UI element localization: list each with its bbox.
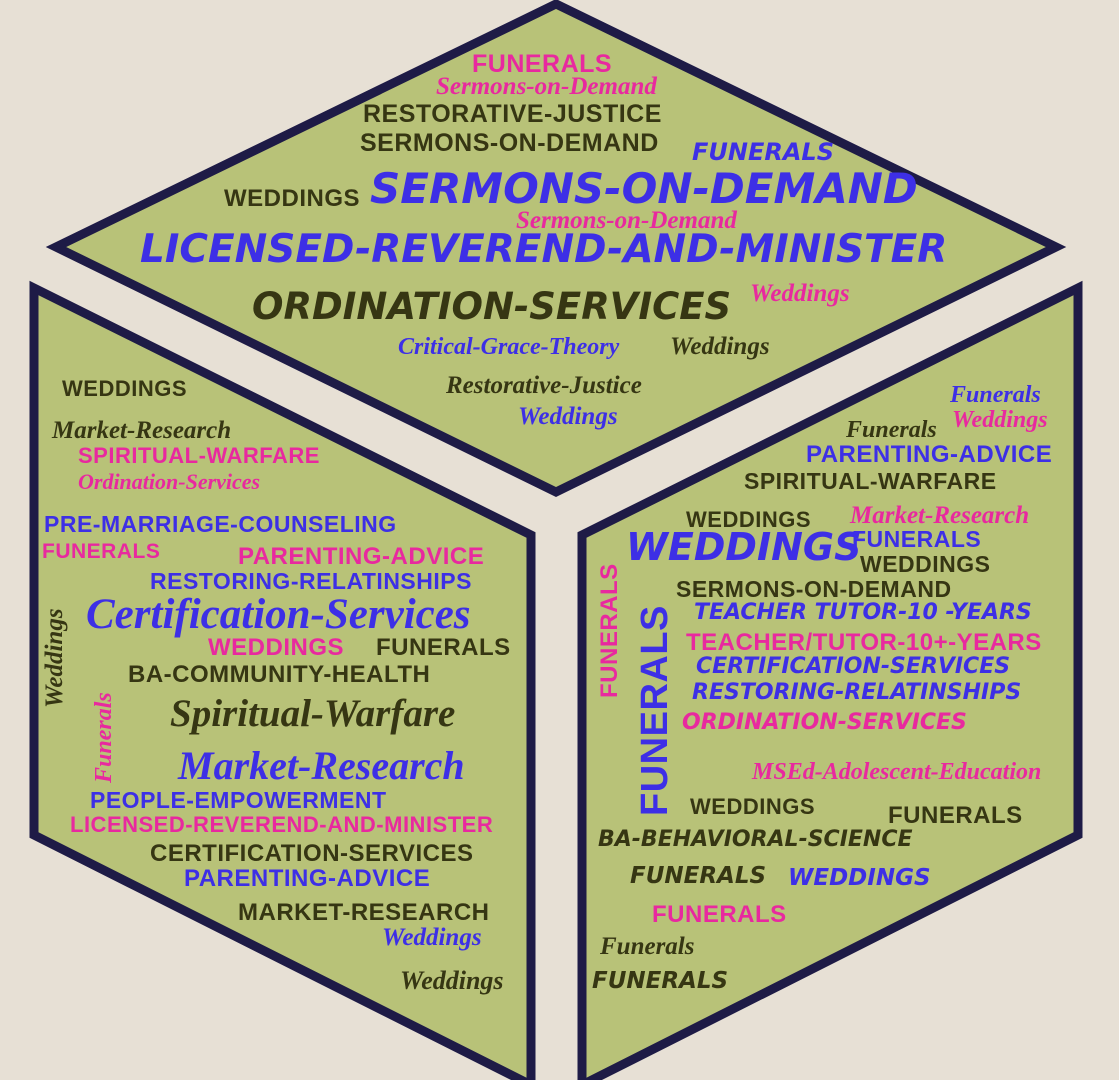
right-word-funerals: FUNERALS [852, 526, 982, 552]
left-word-pre-marriage-counseling: PRE-MARRIAGE-COUNSELING [44, 511, 397, 537]
right-word-funerals: FUNERALS [652, 901, 787, 928]
top-word-sermons-on-demand: Sermons-on-Demand [436, 73, 657, 100]
right-word-weddings: WEDDINGS [788, 865, 931, 891]
right-word-restoring-relatinships: RESTORING-RELATINSHIPS [692, 680, 1022, 705]
right-word-funerals: FUNERALS [630, 863, 767, 889]
right-word-weddings: WEDDINGS [860, 551, 991, 577]
left-word-weddings: WEDDINGS [208, 634, 344, 661]
left-word-weddings: Weddings [382, 924, 482, 951]
right-word-funerals-vertical: FUNERALS [596, 563, 623, 698]
right-word-funerals: Funerals [950, 382, 1041, 408]
left-word-weddings-vertical: Weddings [41, 608, 68, 708]
right-face [577, 280, 1083, 1080]
right-word-ba-behavioral-science: BA-BEHAVIORAL-SCIENCE [598, 827, 913, 852]
left-word-weddings: WEDDINGS [62, 376, 187, 401]
left-word-funerals-vertical: Funerals [91, 692, 117, 783]
left-word-parenting-advice: PARENTING-ADVICE [184, 865, 431, 892]
top-word-funerals: FUNERALS [472, 50, 613, 78]
top-word-funerals: FUNERALS [692, 138, 834, 166]
right-word-funerals: Funerals [846, 417, 937, 443]
top-word-weddings: Weddings [518, 403, 618, 430]
left-word-ordination-services: Ordination-Services [78, 469, 261, 494]
left-word-funerals: FUNERALS [376, 634, 511, 661]
top-word-sermons-on-demand: SERMONS-ON-DEMAND [370, 164, 918, 213]
right-word-funerals-vertical-large: FUNERALS [634, 605, 676, 816]
right-word-market-research: Market-Research [850, 502, 1030, 529]
top-word-sermons-on-demand: Sermons-on-Demand [516, 207, 737, 234]
right-word-funerals: FUNERALS [888, 802, 1023, 829]
right-word-teacher-tutor-10-plus-years: TEACHER/TUTOR-10+-YEARS [686, 629, 1042, 656]
left-word-weddings: Weddings [400, 966, 504, 995]
top-word-weddings: WEDDINGS [224, 185, 360, 212]
left-word-market-research: Market-Research [178, 743, 465, 788]
right-word-msed-adolescent-education: MSEd-Adolescent-Education [752, 759, 1042, 785]
left-word-spiritual-warfare: SPIRITUAL-WARFARE [78, 443, 320, 468]
left-word-certification-services: Certification-Services [86, 591, 471, 638]
right-word-funerals: FUNERALS [592, 968, 729, 994]
top-word-restorative-justice: RESTORATIVE-JUSTICE [363, 100, 662, 128]
right-word-weddings: WEDDINGS [626, 525, 862, 569]
right-word-teacher-tutor-10-years: TEACHER TUTOR-10 -YEARS [694, 600, 1032, 625]
left-word-certification-services: CERTIFICATION-SERVICES [150, 840, 474, 867]
right-word-funerals: Funerals [600, 933, 695, 960]
right-word-sermons-on-demand: SERMONS-ON-DEMAND [676, 576, 952, 602]
right-word-spiritual-warfare: SPIRITUAL-WARFARE [744, 468, 997, 494]
left-word-restoring-relatinships: RESTORING-RELATINSHIPS [150, 568, 472, 594]
right-word-weddings: WEDDINGS [690, 794, 815, 819]
top-word-weddings: Weddings [670, 333, 770, 360]
top-word-ordination-services: ORDINATION-SERVICES [252, 285, 732, 328]
left-word-people-empowerment: PEOPLE-EMPOWERMENT [90, 787, 387, 813]
top-face [45, 0, 1067, 498]
left-word-licensed-reverend-and-minister: LICENSED-REVEREND-AND-MINISTER [70, 812, 494, 837]
left-word-market-research: MARKET-RESEARCH [238, 899, 490, 926]
left-word-spiritual-warfare: Spiritual-Warfare [170, 692, 456, 735]
top-word-weddings: Weddings [750, 280, 850, 307]
right-word-parenting-advice: PARENTING-ADVICE [806, 441, 1053, 468]
top-word-sermons-on-demand: SERMONS-ON-DEMAND [360, 129, 659, 157]
right-word-weddings: WEDDINGS [686, 507, 811, 532]
left-word-parenting-advice: PARENTING-ADVICE [238, 543, 485, 570]
right-word-certification-services: CERTIFICATION-SERVICES [696, 654, 1011, 679]
left-word-ba-community-health: BA-COMMUNITY-HEALTH [128, 661, 431, 688]
top-word-restorative-justice: Restorative-Justice [446, 372, 642, 399]
top-word-licensed-reverend-and-minister: LICENSED-REVEREND-AND-MINISTER [140, 227, 948, 272]
left-word-funerals: FUNERALS [42, 540, 161, 563]
left-word-market-research: Market-Research [52, 417, 232, 444]
right-word-weddings: Weddings [952, 407, 1048, 433]
right-word-ordination-services: ORDINATION-SERVICES [682, 710, 967, 735]
top-word-critical-grace-theory: Critical-Grace-Theory [398, 334, 620, 360]
left-face [29, 280, 536, 1080]
